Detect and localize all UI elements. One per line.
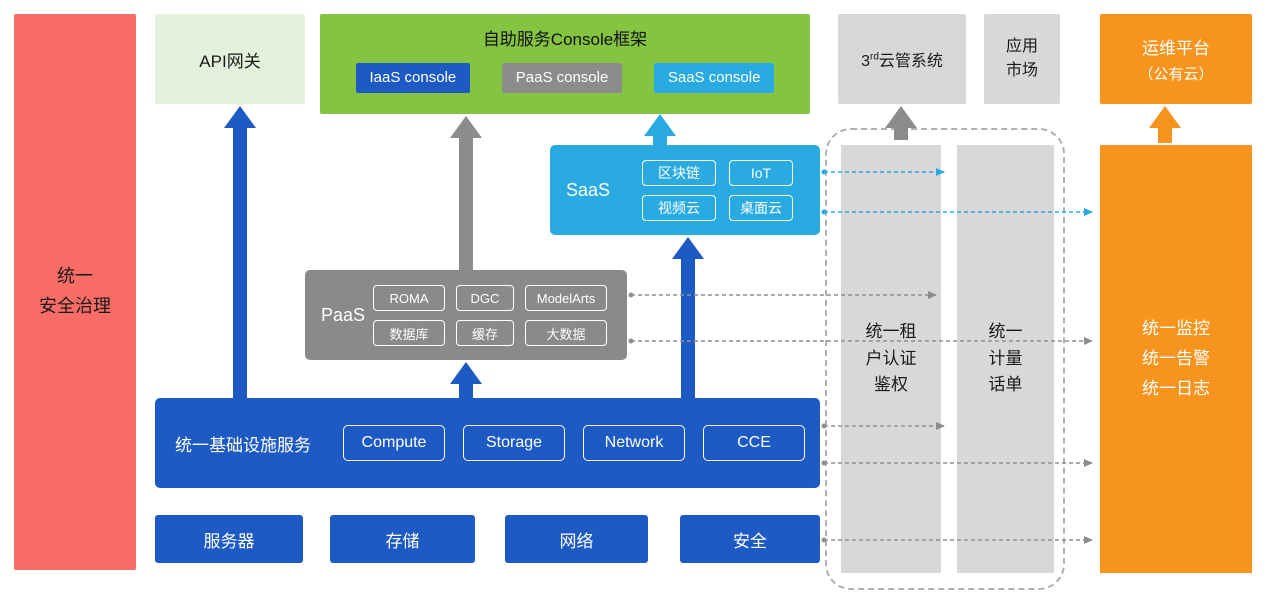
arrow-to-ops-platform <box>1149 106 1181 143</box>
ops-platform-box: 运维平台 （公有云） <box>1100 14 1252 104</box>
auth-bar-line-2: 户认证 <box>865 348 917 368</box>
app-market-box: 应用 市场 <box>984 14 1060 104</box>
paas-item-cache: 缓存 <box>456 320 514 346</box>
ops-platform-line-1: 运维平台 <box>1142 39 1210 58</box>
paas-group-box: PaaS ROMA DGC ModelArts 数据库 缓存 大数据 <box>305 270 627 360</box>
saas-group-label: SaaS <box>566 179 611 200</box>
infra-group-box: 统一基础设施服务 Compute Storage Network CCE <box>155 398 820 488</box>
infra-items-row: Compute Storage Network CCE <box>343 425 805 461</box>
paas-item-database: 数据库 <box>373 320 445 346</box>
monitor-bar: 统一监控 统一告警 统一日志 <box>1100 145 1252 573</box>
monitor-bar-line-2: 统一告警 <box>1142 349 1210 369</box>
infra-group-label: 统一基础设施服务 <box>175 435 311 455</box>
auth-bar-line-3: 鉴权 <box>874 375 908 395</box>
third-party-cloud-box: 3rd云管系统 <box>838 14 966 104</box>
third-party-superscript: rd <box>869 51 879 63</box>
app-market-line-2: 市场 <box>1005 62 1038 79</box>
hardware-box-server: 服务器 <box>155 515 303 563</box>
arrow-infra-to-api-gateway <box>224 106 256 398</box>
shared-services-frame <box>825 128 1065 590</box>
app-market-line-1: 应用 <box>1005 38 1038 55</box>
paas-item-dgc: DGC <box>456 285 514 311</box>
monitor-bar-line-3: 统一日志 <box>1142 378 1210 398</box>
auth-bar: 统一租 户认证 鉴权 <box>841 145 941 573</box>
infra-item-storage: Storage <box>463 425 565 461</box>
billing-bar-line-1: 统一 <box>988 322 1023 342</box>
paas-items-grid: ROMA DGC ModelArts 数据库 缓存 大数据 <box>373 285 607 346</box>
saas-group-box: SaaS 区块链 IoT 视频云 桌面云 <box>550 145 820 235</box>
arrow-saas-to-console <box>644 114 676 145</box>
ops-platform-line-2: （公有云） <box>1138 66 1214 83</box>
console-chip-row: IaaS console PaaS console SaaS console <box>320 63 810 93</box>
hardware-box-security: 安全 <box>680 515 820 563</box>
hardware-box-storage: 存储 <box>330 515 475 563</box>
arrow-infra-to-saas <box>672 237 704 398</box>
infra-item-network: Network <box>583 425 685 461</box>
arrow-infra-to-paas <box>450 362 482 398</box>
saas-item-video-cloud: 视频云 <box>642 195 716 221</box>
security-governance-bar: 统一 安全治理 <box>14 14 136 570</box>
saas-items-grid: 区块链 IoT 视频云 桌面云 <box>642 160 793 221</box>
third-party-label: 3rd云管系统 <box>861 51 943 70</box>
api-gateway-box: API网关 <box>155 14 305 104</box>
paas-group-label: PaaS <box>321 304 366 325</box>
arrow-paas-to-console <box>450 116 482 270</box>
infra-item-cce: CCE <box>703 425 805 461</box>
infra-item-compute: Compute <box>343 425 445 461</box>
console-framework-title: 自助服务Console框架 <box>482 30 648 49</box>
api-gateway-label: API网关 <box>199 51 261 71</box>
iaas-console-chip: IaaS console <box>355 63 471 93</box>
monitor-bar-line-1: 统一监控 <box>1142 319 1210 339</box>
saas-item-desktop-cloud: 桌面云 <box>729 195 793 221</box>
security-governance-line-2: 安全治理 <box>39 296 111 316</box>
auth-bar-line-1: 统一租 <box>865 322 917 342</box>
paas-console-chip: PaaS console <box>501 63 623 93</box>
hardware-box-network: 网络 <box>505 515 648 563</box>
security-governance-line-1: 统一 <box>57 266 93 287</box>
paas-item-modelarts: ModelArts <box>525 285 607 311</box>
paas-item-roma: ROMA <box>373 285 445 311</box>
saas-console-chip: SaaS console <box>653 63 775 93</box>
console-framework-box: 自助服务Console框架 IaaS console PaaS console … <box>320 14 810 114</box>
saas-item-iot: IoT <box>729 160 793 186</box>
paas-item-bigdata: 大数据 <box>525 320 607 346</box>
billing-bar-line-2: 计量 <box>988 348 1023 368</box>
billing-bar: 统一 计量 话单 <box>957 145 1054 573</box>
billing-bar-line-3: 话单 <box>988 375 1023 395</box>
saas-item-blockchain: 区块链 <box>642 160 716 186</box>
